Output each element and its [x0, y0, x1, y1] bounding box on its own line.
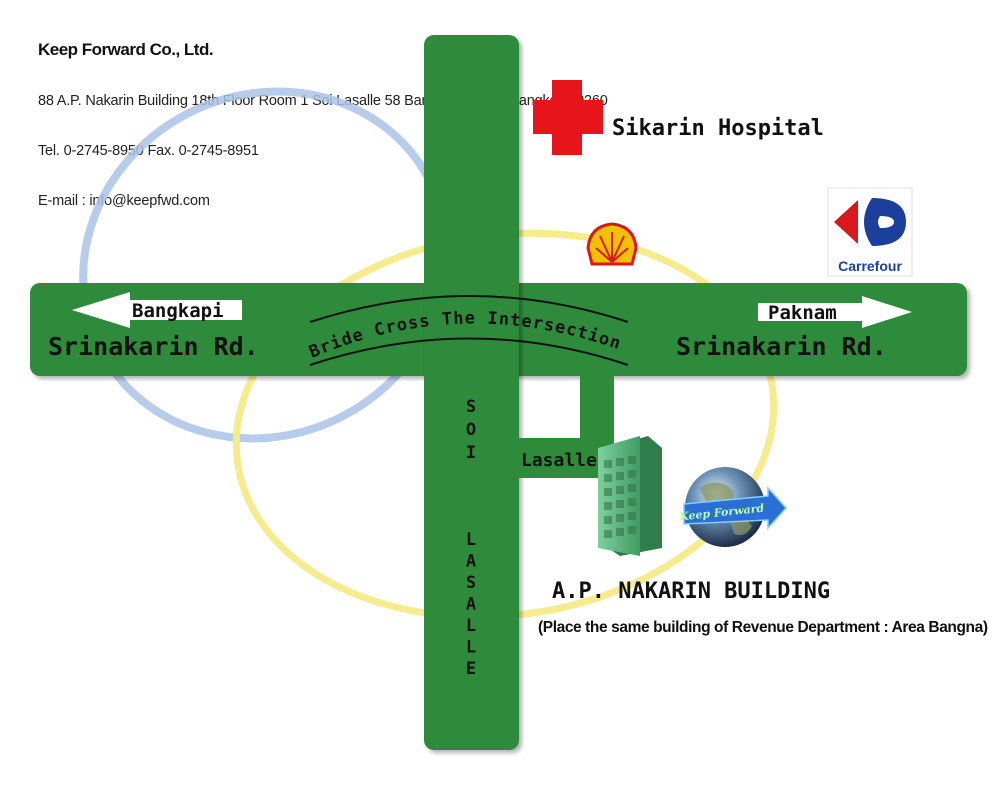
soi-lasalle-road — [424, 35, 519, 750]
bridge-arc-top — [309, 295, 629, 323]
label-paknam: Paknam — [768, 302, 837, 324]
hospital-cross-icon — [533, 80, 603, 155]
label-building: A.P. NAKARIN BUILDING — [552, 579, 830, 604]
arrow-west-icon — [72, 292, 242, 328]
carrefour-logo-icon — [827, 187, 913, 277]
label-sikarin-hospital: Sikarin Hospital — [612, 116, 824, 141]
label-building-note: (Place the same building of Revenue Depa… — [538, 619, 988, 636]
company-phone: Tel. 0-2745-8950 Fax. 0-2745-8951 — [38, 143, 259, 159]
label-srinakarin-east: Srinakarin Rd. — [676, 332, 887, 361]
keep-forward-logo-icon: Keep Forward — [678, 467, 788, 547]
label-carrefour: Carrefour — [838, 258, 902, 274]
building-icon — [598, 436, 662, 556]
label-srinakarin-west: Srinakarin Rd. — [48, 332, 259, 361]
company-email: E-mail : info@keepfwd.com — [38, 193, 210, 209]
shell-icon — [586, 222, 638, 266]
company-name: Keep Forward Co., Ltd. — [38, 40, 214, 59]
label-bangkapi: Bangkapi — [132, 300, 224, 322]
bridge-arc-bottom — [309, 337, 629, 366]
arrow-east-icon — [758, 296, 912, 328]
